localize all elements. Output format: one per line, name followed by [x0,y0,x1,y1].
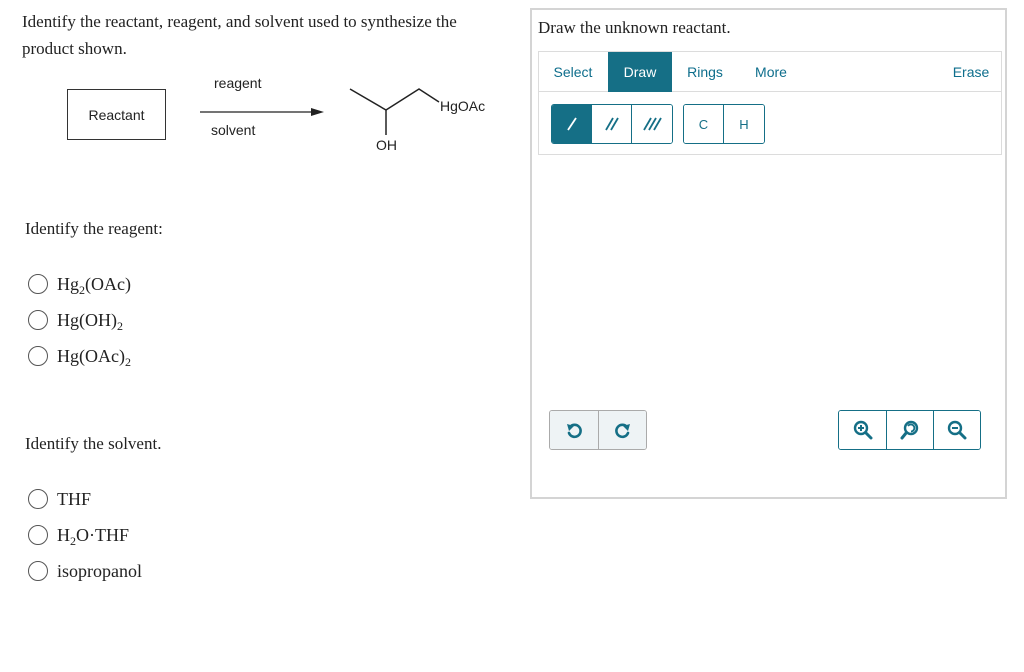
reaction-scheme: Reactant reagent solvent HgOAc OH [0,60,520,170]
solvent-option-label: THF [57,488,92,509]
reagent-label: reagent [214,75,262,91]
drawing-toolbar: Select Draw Rings More Erase C H [538,51,1002,155]
radio-button[interactable] [28,561,48,581]
reactant-placeholder: Reactant [67,89,166,140]
radio-button[interactable] [28,489,48,509]
reagent-option-label: Hg(OAc)2 [57,345,131,369]
solvent-option-thf[interactable]: THF [28,481,142,517]
solvent-option-h2o-thf[interactable]: H2O·THF [28,517,142,553]
double-bond-icon [604,117,619,131]
atom-tools: C H [683,104,765,144]
zoom-in-button[interactable] [839,411,886,449]
undo-button[interactable] [550,411,598,449]
solvent-heading: Identify the solvent. [25,434,162,453]
radio-button[interactable] [28,274,48,294]
zoom-out-icon [947,420,967,440]
zoom-reset-icon [900,420,919,440]
tab-select[interactable]: Select [553,64,593,80]
reagent-option-hg2-oac[interactable]: Hg2(OAc) [28,266,131,302]
radio-button[interactable] [28,525,48,545]
double-bond-button[interactable] [592,105,632,143]
draw-panel-title: Draw the unknown reactant. [538,18,731,37]
tab-more[interactable]: More [755,64,787,80]
product-hgoac-label: HgOAc [440,98,486,114]
single-bond-button[interactable] [552,105,592,143]
triple-bond-icon [643,117,662,131]
reagent-option-label: Hg2(OAc) [57,273,131,297]
redo-icon [614,423,630,439]
redo-button[interactable] [598,411,646,449]
reagent-option-hg-oac2[interactable]: Hg(OAc)2 [28,338,131,374]
hydrogen-atom-button[interactable]: H [724,105,764,143]
solvent-option-label: H2O·THF [57,524,129,548]
drawing-panel: Draw the unknown reactant. Select Draw R… [530,8,1007,499]
undo-icon [567,423,582,439]
tab-rings[interactable]: Rings [687,64,723,80]
history-tools [549,410,647,450]
reactant-label: Reactant [88,106,145,123]
reagent-option-hg-oh2[interactable]: Hg(OH)2 [28,302,131,338]
triple-bond-button[interactable] [632,105,672,143]
solvent-label: solvent [211,122,256,138]
question-text: Identify the reactant, reagent, and solv… [22,12,457,58]
radio-button[interactable] [28,310,48,330]
zoom-tools [838,410,981,450]
reaction-drawing [200,88,440,135]
carbon-atom-button[interactable]: C [684,105,724,143]
reagent-options: Hg2(OAc) Hg(OH)2 Hg(OAc)2 [28,266,131,374]
zoom-out-button[interactable] [933,411,980,449]
tab-erase[interactable]: Erase [952,64,990,80]
product-oh-label: OH [376,137,397,153]
reaction-arrow [200,108,324,116]
solvent-option-isopropanol[interactable]: isopropanol [28,553,142,589]
toolbar-tabs: Select Draw Rings More Erase [539,52,1001,92]
zoom-in-icon [853,420,872,440]
bond-tools [551,104,673,144]
tab-draw[interactable]: Draw [608,52,672,92]
single-bond-icon [566,117,577,131]
solvent-option-label: isopropanol [57,560,142,581]
solvent-options: THF H2O·THF isopropanol [28,481,142,589]
reagent-option-label: Hg(OH)2 [57,309,123,333]
radio-button[interactable] [28,346,48,366]
reagent-heading: Identify the reagent: [25,219,163,238]
product-skeleton [349,88,440,135]
zoom-reset-button[interactable] [886,411,933,449]
